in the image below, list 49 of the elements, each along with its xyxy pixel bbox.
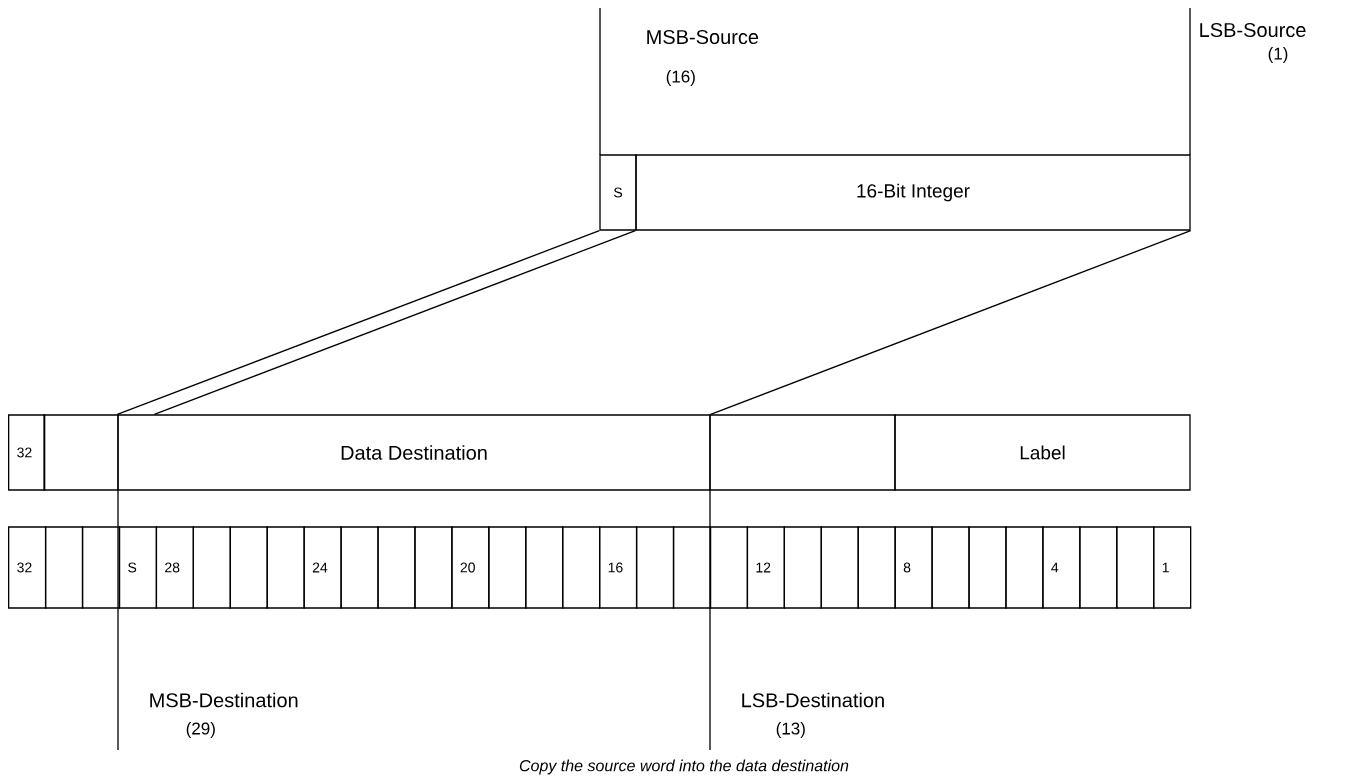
bit-cell xyxy=(931,526,970,609)
bit-cell xyxy=(488,526,527,609)
annotation-label: LSB-Destination xyxy=(742,692,884,708)
sign-cell: S xyxy=(599,154,637,231)
bit-cell xyxy=(709,526,749,609)
bit-cell: 12 xyxy=(746,526,785,609)
bit-cell xyxy=(672,526,712,609)
bit-cell: 24 xyxy=(303,526,342,609)
bit-cell xyxy=(1116,526,1155,609)
bit-cell: 28 xyxy=(155,526,194,609)
bit-cell: 8 xyxy=(894,526,933,609)
bit-cell xyxy=(635,526,675,609)
bit-cell xyxy=(44,526,84,609)
bit-cell xyxy=(562,526,601,609)
bit-cell xyxy=(1079,526,1118,609)
bit-cell: S xyxy=(118,526,158,609)
annotation-label: (1) xyxy=(1268,47,1288,63)
bit-number-cell: 32 xyxy=(8,414,46,491)
bit-cell xyxy=(525,526,564,609)
bit-cell xyxy=(857,526,896,609)
annotation-label: (29) xyxy=(186,722,215,738)
bit-cell xyxy=(783,526,822,609)
bit-cell: 20 xyxy=(451,526,490,609)
bit-cell xyxy=(968,526,1007,609)
bit-cell xyxy=(414,526,453,609)
bit-cell xyxy=(266,526,305,609)
bit-cell: 1 xyxy=(1153,526,1192,609)
field-cell: Label xyxy=(894,414,1191,491)
annotation-label: (13) xyxy=(776,722,805,738)
bit-cell xyxy=(820,526,859,609)
field-cell xyxy=(709,414,896,491)
bit-cell xyxy=(1005,526,1044,609)
bit-cell: 4 xyxy=(1042,526,1081,609)
bit-cell: 16 xyxy=(599,526,638,609)
bit-cell xyxy=(377,526,416,609)
field-cell: 16-Bit Integer xyxy=(635,154,1191,231)
annotation-label: LSB-Source xyxy=(1200,22,1306,38)
field-cell: Data Destination xyxy=(117,414,711,491)
annotation-label: MSB-Destination xyxy=(150,692,298,708)
caption: Copy the source word into the data destination xyxy=(519,759,849,775)
bit-cell xyxy=(229,526,268,609)
field-cell xyxy=(43,414,119,491)
annotation-label: MSB-Source xyxy=(647,29,759,45)
bit-cell xyxy=(81,526,121,609)
mapping-line xyxy=(710,230,1192,415)
bit-cell: 32 xyxy=(8,526,47,609)
bit-cell xyxy=(192,526,231,609)
annotation-label: (16) xyxy=(666,70,695,86)
bit-cell xyxy=(340,526,379,609)
